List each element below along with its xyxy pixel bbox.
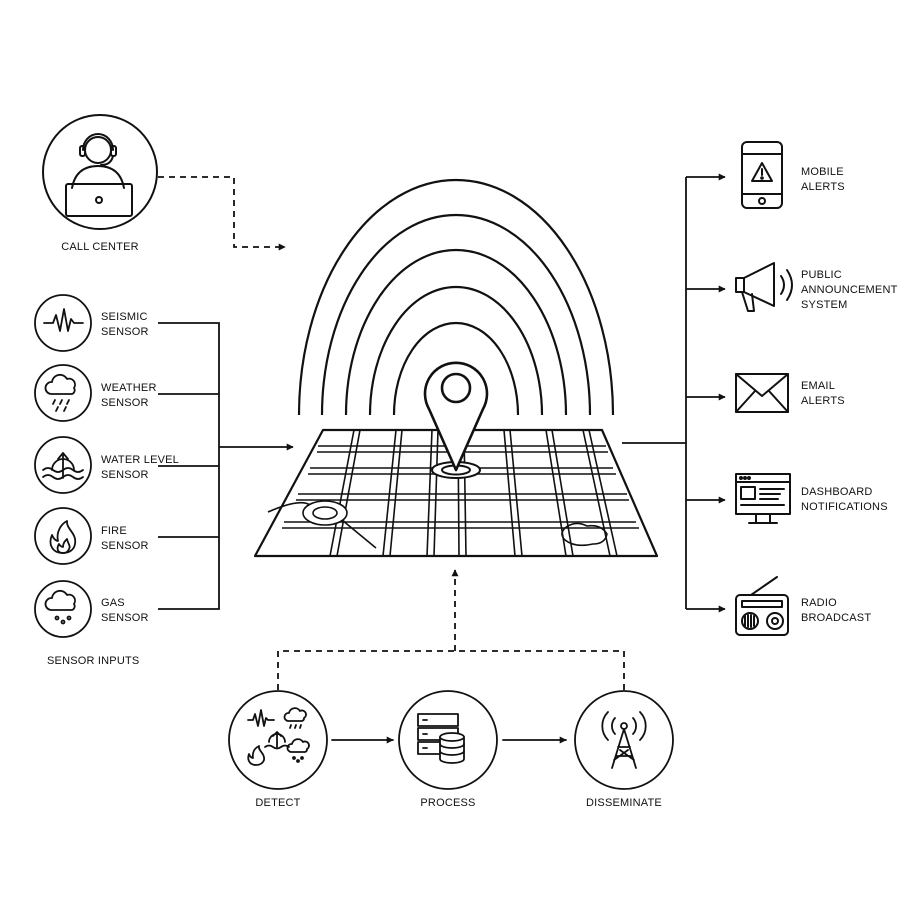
envelope-icon bbox=[735, 373, 789, 413]
output-label-mobile: MOBILE ALERTS bbox=[801, 165, 845, 195]
output-label-email: EMAIL ALERTS bbox=[801, 379, 845, 409]
output-label-public-announcement: PUBLIC ANNOUNCEMENT SYSTEM bbox=[801, 268, 898, 313]
dashboard-monitor-icon bbox=[735, 473, 791, 524]
call-center-agent-icon bbox=[42, 114, 158, 230]
sensor-label-line: FIRE bbox=[101, 525, 127, 537]
seismic-wave-icon bbox=[34, 294, 92, 352]
sensor-label-water-level: WATER LEVEL SENSOR bbox=[101, 453, 179, 483]
sensor-label-weather: WEATHER SENSOR bbox=[101, 381, 157, 411]
sensor-label-line: WATER LEVEL bbox=[101, 454, 179, 466]
sensor-label-fire: FIRE SENSOR bbox=[101, 524, 149, 554]
output-label-line: DASHBOARD bbox=[801, 486, 873, 498]
output-connectors bbox=[622, 173, 726, 613]
sensor-label-line: SEISMIC bbox=[101, 311, 148, 323]
output-label-line: ALERTS bbox=[801, 181, 845, 193]
sensor-label-line: WEATHER bbox=[101, 382, 157, 394]
sensor-label-line: SENSOR bbox=[101, 469, 149, 481]
server-database-icon bbox=[398, 690, 498, 790]
feedback-connector bbox=[277, 569, 625, 690]
mobile-alert-icon bbox=[741, 141, 783, 209]
call-center-label: CALL CENTER bbox=[61, 241, 139, 253]
output-label-line: ALERTS bbox=[801, 395, 845, 407]
megaphone-icon bbox=[735, 262, 793, 312]
output-label-line: ANNOUNCEMENT bbox=[801, 284, 898, 296]
gas-cloud-icon bbox=[34, 580, 92, 638]
output-label-line: BROADCAST bbox=[801, 612, 872, 624]
sensor-label-gas: GAS SENSOR bbox=[101, 596, 149, 626]
output-label-radio: RADIO BROADCAST bbox=[801, 596, 871, 626]
process-label: PROCESS bbox=[420, 797, 476, 809]
cloud-rain-icon bbox=[34, 364, 92, 422]
sensor-inputs-label: SENSOR INPUTS bbox=[47, 655, 140, 667]
signal-waves bbox=[297, 178, 615, 416]
output-label-dashboard: DASHBOARD NOTIFICATIONS bbox=[801, 485, 888, 515]
detect-label: DETECT bbox=[255, 797, 301, 809]
water-level-icon bbox=[34, 436, 92, 494]
sensor-label-line: SENSOR bbox=[101, 540, 149, 552]
sensor-label-line: SENSOR bbox=[101, 397, 149, 409]
output-label-line: EMAIL bbox=[801, 380, 836, 392]
output-label-line: NOTIFICATIONS bbox=[801, 501, 888, 513]
flame-icon bbox=[34, 507, 92, 565]
detect-sensors-icon bbox=[228, 690, 328, 790]
map-pin-broadcast-icon bbox=[423, 361, 489, 479]
sensor-label-line: GAS bbox=[101, 597, 125, 609]
broadcast-tower-icon bbox=[574, 690, 674, 790]
city-map-icon bbox=[253, 428, 659, 558]
sensor-label-line: SENSOR bbox=[101, 326, 149, 338]
radio-icon bbox=[735, 576, 789, 636]
output-label-line: MOBILE bbox=[801, 166, 844, 178]
output-label-line: PUBLIC bbox=[801, 269, 842, 281]
sensor-label-line: SENSOR bbox=[101, 612, 149, 624]
sensor-label-seismic: SEISMIC SENSOR bbox=[101, 310, 149, 340]
output-label-line: RADIO bbox=[801, 597, 837, 609]
output-label-line: SYSTEM bbox=[801, 299, 848, 311]
sensor-connectors bbox=[158, 322, 294, 610]
disseminate-label: DISSEMINATE bbox=[586, 797, 662, 809]
call-center-connector bbox=[158, 176, 286, 251]
